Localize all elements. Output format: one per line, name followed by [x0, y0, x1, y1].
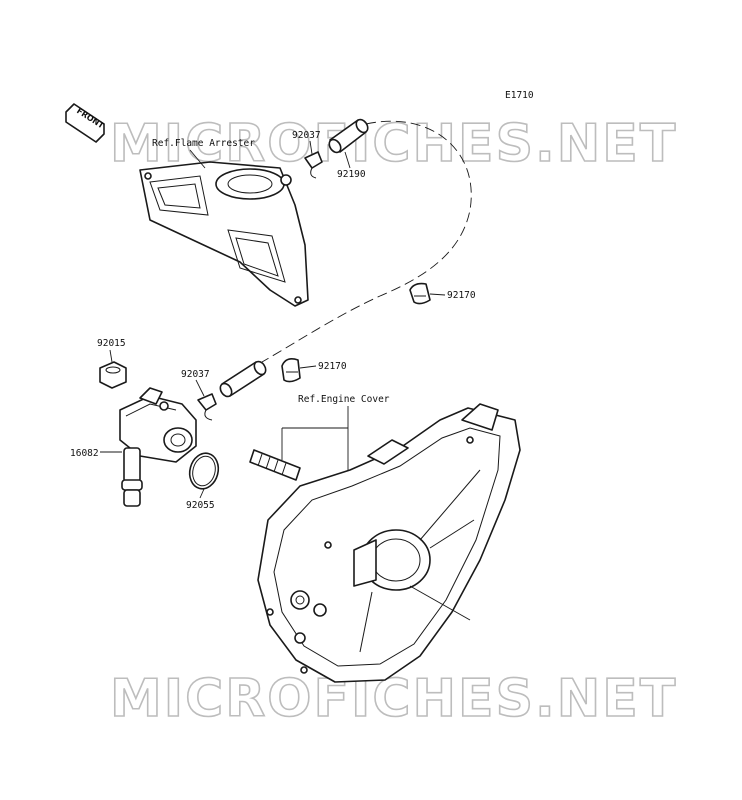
nut-92015 [99, 361, 127, 389]
clip-92037-lower [197, 393, 217, 421]
part-92170-lower-label: 92170 [318, 361, 347, 372]
front-arrow-icon: FRONT [65, 103, 106, 143]
clip-92037-top [304, 151, 323, 179]
part-92015-label: 92015 [97, 338, 126, 349]
clamp-92170-lower [281, 358, 301, 383]
watermark-bottom: MICROFICHES.NET [110, 669, 677, 729]
part-92190-label: 92190 [337, 169, 366, 180]
hose-routing-line [261, 120, 472, 363]
part-92037-top-label: 92037 [292, 130, 321, 141]
clamp-92170-upper [409, 282, 431, 305]
hose-92190 [328, 118, 369, 154]
flame-arrester-housing [139, 161, 309, 307]
part-92055-label: 92055 [186, 500, 215, 511]
o-ring-92055 [188, 452, 220, 490]
part-92170-upper-label: 92170 [447, 290, 476, 301]
part-92037-lower-label: 92037 [181, 369, 210, 380]
hose-lower [219, 360, 267, 398]
ref-engine-cover-label: Ref.Engine Cover [298, 394, 390, 405]
engine-cover [257, 403, 521, 683]
stud-bolt [249, 449, 301, 481]
diagram-id: E1710 [505, 90, 534, 101]
ref-flame-arrester-label: Ref.Flame Arrester [152, 138, 255, 149]
part-16082-label: 16082 [70, 448, 99, 459]
pump-16082 [119, 387, 197, 507]
